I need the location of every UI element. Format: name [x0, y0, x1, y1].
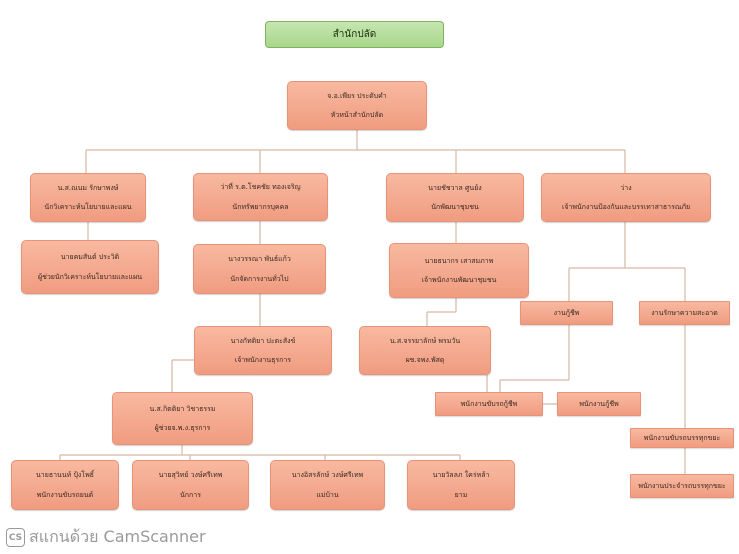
node-position: นักทรัพยากรบุคคล: [232, 202, 289, 211]
node-name: น.ส.จรรยาลักษ์ พรมวัน: [389, 336, 461, 345]
node-col2-3: นางกัทติยา ปะตะสังข์ เจ้าพนักงานธุรการ: [194, 326, 332, 375]
node-col3-1: นายชัชวาล ศูนย์ง นักพัฒนาชุมชน: [386, 173, 524, 222]
node-name: นางอิสรลักษ์ วงษ์ศรีเทพ: [291, 471, 364, 480]
node-position: เจ้าพนักงานธุรการ: [234, 356, 292, 364]
node-name: นายชัชวาล ศูนย์ง: [428, 183, 482, 192]
node-cleaning-unit: งานรักษาความสะอาด: [639, 301, 730, 325]
node-position: นักวิเคราะห์นโยบายและแผน: [44, 203, 132, 211]
node-position: นักพัฒนาชุมชน: [431, 203, 479, 211]
watermark-text: สแกนด้วย CamScanner: [29, 527, 206, 546]
node-position: นักการ: [180, 490, 201, 499]
node-rescue-staff: พนักงานกู้ชีพ: [557, 392, 641, 416]
node-name: นางกัทติยา ปะตะสังข์: [230, 336, 296, 345]
chart-title: สำนักปลัด: [265, 21, 444, 48]
node-garbage-driver: พนักงานขับรถบรรทุกขยะ: [630, 428, 734, 448]
node-position: ยาม: [454, 490, 468, 499]
node-position: ผู้ช่วยนักวิเคราะห์นโยบายและแผน: [37, 272, 143, 281]
node-bottom-3: นางอิสรลักษ์ วงษ์ศรีเทพ แม่บ้าน: [270, 460, 385, 510]
node-name: นายธนากร เสาสมภาพ: [424, 256, 494, 265]
node-position: เจ้าพนักงานพัฒนาชุมชน: [421, 276, 497, 284]
node-name: ว่าที่ ร.ต.โชคชัย ทองเจริญ: [220, 183, 301, 192]
node-rescue-unit: งานกู้ชีพ: [520, 301, 613, 325]
node-position: ผช.จพง.พัสดุ: [405, 356, 445, 364]
node-name: ว่าง: [620, 183, 632, 192]
node-head: จ.อ.เพียร ประดับคำ หัวหน้าสำนักปลัด: [287, 81, 427, 130]
node-rescue-driver: พนักงานขับรถกู้ชีพ: [435, 392, 543, 416]
node-name: นายธานนท์ ปุ้งโพธิ์: [36, 471, 94, 480]
node-name: น.ส.กิตติยา วิชาธรรม: [149, 404, 216, 413]
node-name: น.ส.ณนม รักษาพงษ์: [57, 183, 119, 192]
node-name: นายสุวิทย์ วงษ์ศรีเทพ: [158, 471, 223, 480]
node-col2-1: ว่าที่ ร.ต.โชคชัย ทองเจริญ นักทรัพยากรบุ…: [193, 173, 328, 221]
node-col3-2: นายธนากร เสาสมภาพ เจ้าพนักงานพัฒนาชุมชน: [389, 243, 529, 298]
node-col1-2: นายคมสันต์ ประวิติ ผู้ช่วยนักวิเคราะห์นโ…: [21, 240, 159, 294]
node-col2-4: น.ส.กิตติยา วิชาธรรม ผู้ช่วยจ.พ.ง.ธุรการ: [112, 392, 253, 445]
node-col3-3: น.ส.จรรยาลักษ์ พรมวัน ผช.จพง.พัสดุ: [359, 326, 491, 375]
node-position: เจ้าพนักงานป้องกันและบรรเทาสาธารณภัย: [561, 203, 691, 211]
node-position: ผู้ช่วยจ.พ.ง.ธุรการ: [154, 424, 211, 432]
node-position: หัวหน้าสำนักปลัด: [330, 111, 384, 119]
camscanner-logo-icon: CS: [6, 528, 25, 547]
node-bottom-2: นายสุวิทย์ วงษ์ศรีเทพ นักการ: [132, 460, 249, 510]
node-name: นายวัลลภ ใคร่หล้า: [432, 471, 490, 480]
node-position: พนักงานขับรถยนต์: [36, 490, 94, 499]
node-position: แม่บ้าน: [316, 490, 339, 499]
node-col2-2: นางวรรณา พันธ์แก้ว นักจัดการงานทั่วไป: [193, 244, 326, 294]
node-bottom-1: นายธานนท์ ปุ้งโพธิ์ พนักงานขับรถยนต์: [11, 460, 119, 510]
node-name: นางวรรณา พันธ์แก้ว: [228, 255, 291, 264]
node-name: นายคมสันต์ ประวิติ: [60, 253, 120, 262]
node-col1-1: น.ส.ณนม รักษาพงษ์ นักวิเคราะห์นโยบายและแ…: [30, 173, 146, 222]
node-bottom-4: นายวัลลภ ใคร่หล้า ยาม: [407, 460, 515, 510]
node-name: จ.อ.เพียร ประดับคำ: [327, 91, 387, 100]
node-garbage-staff: พนักงานประจำรถบรรทุกขยะ: [630, 474, 734, 498]
node-position: นักจัดการงานทั่วไป: [230, 274, 289, 283]
node-col4: ว่าง เจ้าพนักงานป้องกันและบรรเทาสาธารณภั…: [541, 173, 711, 222]
camscanner-watermark: CS สแกนด้วย CamScanner: [6, 525, 206, 550]
